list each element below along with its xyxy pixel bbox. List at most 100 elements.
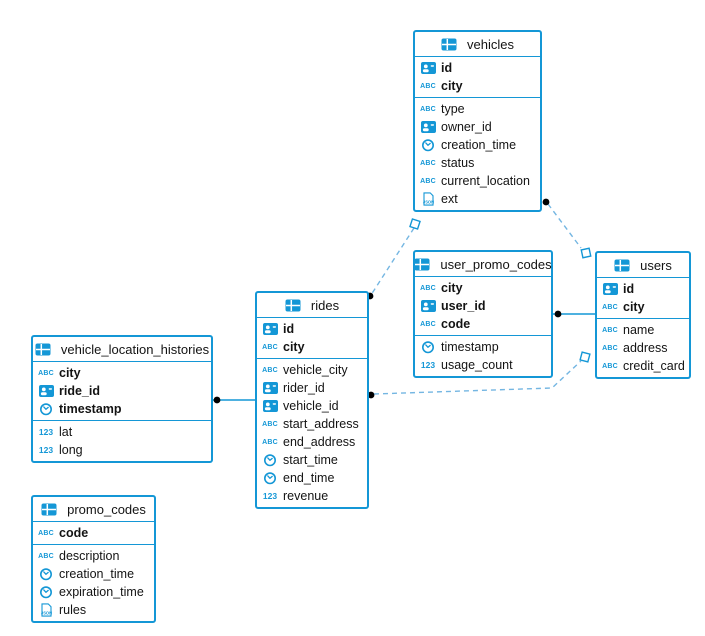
table-title: user_promo_codes	[440, 256, 552, 272]
table-header[interactable]: vehicle_location_histories	[33, 337, 211, 362]
field-name: ext	[441, 192, 458, 206]
table-header[interactable]: users	[597, 253, 689, 278]
table-icon	[414, 257, 430, 271]
id-card-icon	[38, 384, 54, 398]
table-row[interactable]: creation_time	[33, 565, 154, 583]
abc-icon: ABC	[420, 105, 436, 113]
clock-icon	[38, 402, 54, 416]
table-title: users	[640, 257, 672, 273]
table-row[interactable]: id	[257, 320, 367, 338]
field-name: owner_id	[441, 120, 492, 134]
field-name: rider_id	[283, 381, 325, 395]
id-card-icon	[262, 322, 278, 336]
field-name: rules	[59, 603, 87, 617]
relationship-vehicles-users[interactable]	[542, 198, 592, 259]
table-icon	[35, 342, 51, 356]
field-name: description	[59, 549, 120, 563]
table-row[interactable]: vehicle_id	[257, 397, 367, 415]
table-row[interactable]: ABC end_address	[257, 433, 367, 451]
clock-icon	[262, 453, 278, 467]
relationship-vehicle-location-histories-rides[interactable]	[213, 396, 256, 404]
table-header[interactable]: user_promo_codes	[414, 252, 552, 277]
svg-text:JSON: JSON	[41, 611, 52, 616]
table-row[interactable]: ABC type	[415, 100, 540, 118]
relationship-user-promo-codes-users[interactable]	[553, 310, 596, 318]
field-name: current_location	[441, 174, 530, 188]
table-header[interactable]: vehicles	[415, 32, 540, 57]
field-name: city	[623, 300, 645, 314]
field-name: end_address	[283, 435, 356, 449]
table-row[interactable]: owner_id	[415, 118, 540, 136]
table-row[interactable]: id	[597, 280, 689, 298]
field-name: id	[441, 61, 453, 75]
table-row[interactable]: JSON rules	[33, 601, 154, 619]
abc-icon: ABC	[262, 438, 278, 446]
table-row[interactable]: start_time	[257, 451, 367, 469]
table-row[interactable]: ABC code	[415, 315, 551, 333]
id-card-icon	[420, 61, 436, 75]
table-row[interactable]: 123 lat	[33, 423, 211, 441]
field-name: city	[441, 281, 463, 295]
field-name: timestamp	[59, 402, 122, 416]
field-name: id	[623, 282, 635, 296]
abc-icon: ABC	[420, 320, 436, 328]
clock-icon	[420, 138, 436, 152]
field-name: user_id	[441, 299, 486, 313]
field-name: lat	[59, 425, 73, 439]
field-name: long	[59, 443, 83, 457]
id-card-icon	[262, 381, 278, 395]
table-row[interactable]: user_id	[415, 297, 551, 315]
table-row[interactable]: creation_time	[415, 136, 540, 154]
abc-icon: ABC	[38, 369, 54, 377]
table-row[interactable]: ride_id	[33, 382, 211, 400]
abc-icon: ABC	[602, 303, 618, 311]
abc-icon: ABC	[602, 326, 618, 334]
table-row[interactable]: timestamp	[415, 338, 551, 356]
field-name: start_time	[283, 453, 338, 467]
field-name: type	[441, 102, 465, 116]
table-header[interactable]: rides	[257, 293, 367, 318]
table-row[interactable]: rider_id	[257, 379, 367, 397]
field-name: end_time	[283, 471, 335, 485]
table-icon	[441, 37, 457, 51]
table-row[interactable]: expiration_time	[33, 583, 154, 601]
table-row[interactable]: ABC city	[597, 298, 689, 316]
table-row[interactable]: end_time	[257, 469, 367, 487]
table-row[interactable]: id	[415, 59, 540, 77]
table-header[interactable]: promo_codes	[33, 497, 154, 522]
table-row[interactable]: timestamp	[33, 400, 211, 418]
field-name: creation_time	[441, 138, 517, 152]
field-name: ride_id	[59, 384, 100, 398]
field-name: revenue	[283, 489, 329, 503]
abc-icon: ABC	[262, 366, 278, 374]
number-icon: 123	[38, 427, 54, 437]
field-name: code	[441, 317, 471, 331]
id-card-icon	[420, 120, 436, 134]
